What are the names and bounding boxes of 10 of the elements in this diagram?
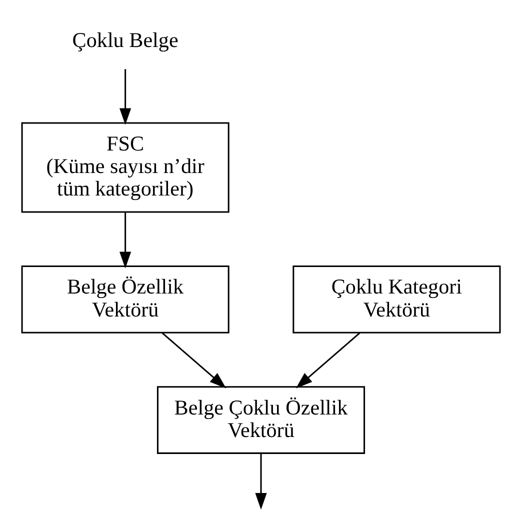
node-box: FSC (Küme sayısı n’dir tüm kategoriler) [20, 122, 229, 213]
node-box: Belge Özellik Vektörü [20, 265, 229, 334]
node-box: Çoklu Kategori Vektörü [292, 265, 500, 334]
arrow [295, 332, 360, 388]
arrow [254, 454, 266, 510]
node-text: Çoklu Belge [72, 28, 178, 52]
arrow [161, 332, 226, 388]
arrow [119, 212, 131, 268]
node-box: Belge Çoklu Özellik Vektörü [156, 386, 365, 454]
arrow [119, 69, 131, 125]
